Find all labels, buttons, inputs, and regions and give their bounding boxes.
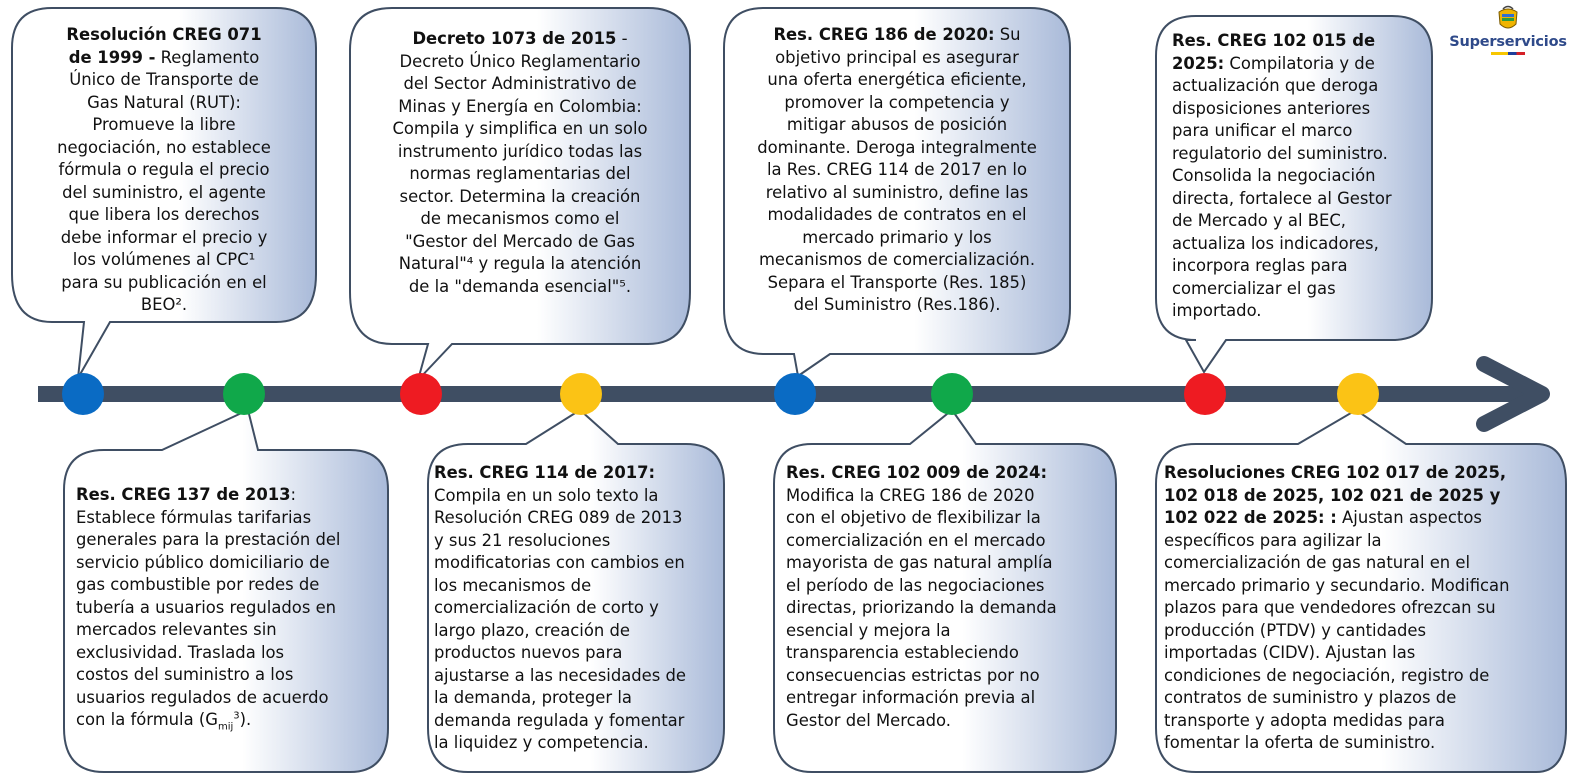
callout-bubble-bottom-2: [427, 408, 725, 773]
callout-bubble-top-3: [723, 7, 1071, 378]
callout-bubble-top-2: [349, 7, 691, 381]
event-top-1-text: Resolución CREG 071 de 1999 - Reglamento…: [57, 25, 271, 314]
event-bottom-3-text: Res. CREG 102 009 de 2024: Modifica la C…: [786, 463, 1057, 730]
superservicios-logo: Superservicios: [1440, 4, 1576, 66]
callout-bubble-bottom-1: [63, 408, 389, 773]
event-top-3-text: Res. CREG 186 de 2020: Su objetivo princ…: [757, 25, 1037, 314]
callout-bubble-bottom-4: [1155, 408, 1567, 773]
event-bottom-2-text: Res. CREG 114 de 2017: Compila en un sol…: [434, 463, 687, 752]
event-top-2-text: Decreto 1073 de 2015 - Decreto Único Reg…: [392, 29, 648, 296]
milestone-dot-7: [1184, 373, 1226, 415]
milestone-dot-5: [774, 373, 816, 415]
event-top-4-text: Res. CREG 102 015 de 2025: Compilatoria …: [1172, 31, 1392, 320]
milestone-dot-1: [62, 373, 104, 415]
event-bottom-1-text: Res. CREG 137 de 2013: Establece fórmula…: [76, 485, 341, 733]
milestone-dot-3: [400, 373, 442, 415]
milestone-dot-4: [560, 373, 602, 415]
colombia-flag-stripe: [1491, 52, 1525, 55]
event-bottom-4-text: Resoluciones CREG 102 017 de 2025, 102 0…: [1164, 463, 1510, 752]
callout-bubble-top-4: [1155, 15, 1433, 374]
milestone-dot-2: [223, 373, 265, 415]
milestone-dot-8: [1337, 373, 1379, 415]
callout-bubble-top-1: [11, 7, 317, 379]
coat-of-arms-icon: [1498, 5, 1518, 29]
callout-bubble-bottom-3: [773, 408, 1117, 773]
timeline-arrowhead: [1476, 356, 1550, 432]
brand-name: Superservicios: [1449, 34, 1567, 50]
milestone-dot-6: [931, 373, 973, 415]
